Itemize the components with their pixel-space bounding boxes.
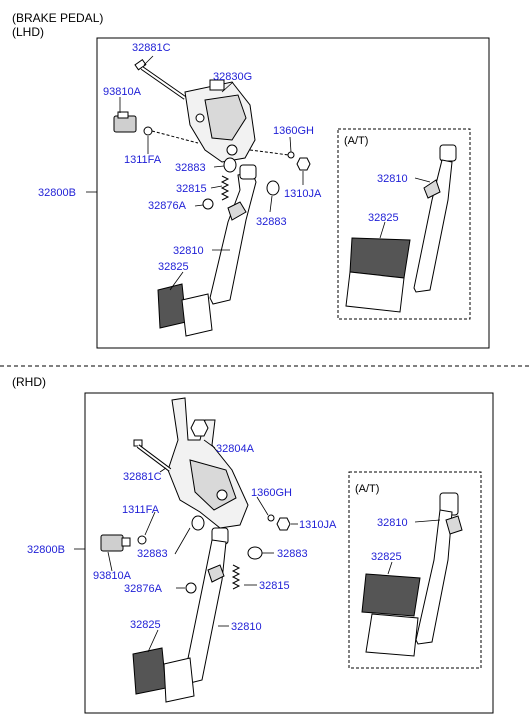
lhd-label-32800b: 32800B	[38, 187, 76, 199]
lhd-switch-93810a	[113, 111, 137, 133]
lhd-label-32883-a: 32883	[175, 162, 206, 174]
lhd-at-label-32825: 32825	[368, 212, 399, 224]
rhd-label-32800b: 32800B	[27, 544, 65, 556]
rhd-label-1360gh: 1360GH	[251, 487, 292, 499]
rhd-leader-lines	[74, 439, 441, 653]
lhd-label-93810a: 93810A	[103, 86, 142, 98]
lhd-leader-lines	[86, 55, 431, 291]
lhd-pedal-pad-32825	[157, 283, 213, 337]
lhd-stopper-32876a	[202, 198, 214, 210]
lhd-bolt-32881c	[134, 58, 187, 100]
rhd-label-32881c: 32881C	[123, 471, 162, 483]
rhd-at-pad-32825	[361, 573, 421, 657]
rhd-label-32815: 32815	[259, 580, 290, 592]
lhd-guide-line	[151, 130, 199, 144]
rhd-label-1311fa: 1311FA	[122, 504, 160, 516]
lhd-at-pedal-32810	[413, 144, 457, 293]
rhd-label-32876a: 32876A	[124, 583, 163, 595]
lhd-pedal-arm-32810	[209, 164, 257, 305]
lhd-label-32815: 32815	[176, 183, 207, 195]
lhd-label-1360gh: 1360GH	[273, 125, 314, 137]
lhd-guide-line-2	[249, 149, 290, 156]
lhd-label-32881c: 32881C	[132, 42, 171, 54]
rhd-at-box	[348, 471, 482, 669]
lhd-bushing-32883-a	[223, 157, 237, 173]
rhd-pedal-arm-32810	[183, 527, 229, 685]
rhd-label-93810a: 93810A	[93, 570, 132, 582]
rhd-pedal-pad-32825	[132, 647, 195, 703]
lhd-bracket-32830g	[184, 79, 256, 163]
lhd-spring-32815	[220, 175, 230, 201]
lhd-at-label-32810: 32810	[377, 173, 408, 185]
rhd-at-label-32810: 32810	[377, 517, 408, 529]
rhd-spring-32815	[231, 564, 241, 590]
rhd-at-pedal-32810	[415, 492, 463, 645]
rhd-bolt-32881c	[133, 439, 172, 472]
rhd-nut-1310ja	[276, 517, 291, 531]
rhd-washer-1360gh	[267, 514, 275, 522]
lhd-heading: (LHD)	[12, 25, 44, 39]
lhd-label-32810: 32810	[173, 245, 204, 257]
lhd-at-box	[337, 128, 471, 320]
lhd-bushing-32883-b	[266, 180, 280, 196]
lhd-washer-1360gh	[287, 151, 295, 159]
rhd-label-32804a: 32804A	[216, 443, 255, 455]
rhd-section: 32804A 32881C 1360GH 1311FA 1310JA 32800…	[27, 392, 494, 714]
rhd-label-32883-a: 32883	[137, 548, 168, 560]
lhd-label-32876a: 32876A	[148, 200, 187, 212]
lhd-label-32825: 32825	[158, 261, 189, 273]
rhd-bushing-32883-b	[247, 546, 263, 560]
rhd-heading: (RHD)	[12, 375, 46, 389]
lhd-label-32830g: 32830G	[213, 71, 252, 83]
rhd-at-caption: (A/T)	[355, 483, 379, 495]
rhd-at-label-32825: 32825	[371, 551, 402, 563]
rhd-nut-1311fa	[137, 535, 147, 545]
rhd-bracket-32804a	[167, 397, 249, 529]
rhd-label-1310ja: 1310JA	[299, 519, 337, 531]
rhd-switch-93810a	[100, 534, 131, 552]
lhd-label-1311fa: 1311FA	[124, 154, 162, 166]
rhd-frame	[84, 392, 494, 714]
lhd-at-pad-32825	[345, 237, 411, 313]
lhd-nut-1311fa	[143, 126, 153, 136]
lhd-section: 32881C 93810A 32830G 1360GH 1311FA 32883…	[38, 37, 490, 349]
lhd-nut-1310ja	[296, 157, 311, 171]
rhd-stopper-32876a	[185, 582, 197, 594]
lhd-at-caption: (A/T)	[344, 135, 368, 147]
rhd-label-32883-b: 32883	[277, 548, 308, 560]
rhd-bushing-32883-a	[191, 515, 205, 531]
lhd-label-1310ja: 1310JA	[284, 188, 322, 200]
rhd-label-32825: 32825	[130, 619, 161, 631]
lhd-label-32883-b: 32883	[256, 216, 287, 228]
brake-pedal-heading: (BRAKE PEDAL)	[12, 11, 104, 25]
rhd-label-32810: 32810	[231, 621, 262, 633]
lhd-frame	[96, 37, 490, 349]
